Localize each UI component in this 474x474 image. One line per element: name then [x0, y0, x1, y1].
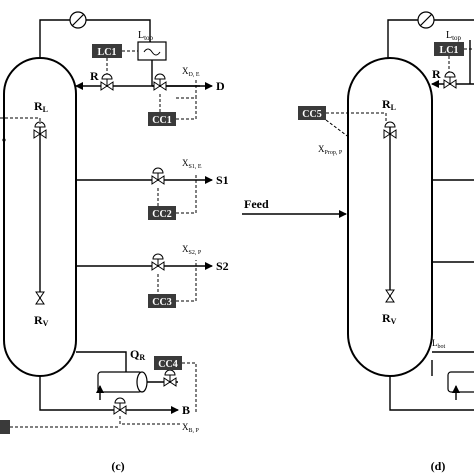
xprop-label: XProp, P	[318, 144, 343, 156]
panel-d: Ltop LC1 R CC5 XProp, P RL RV Feed Lbot	[242, 11, 474, 473]
reflux-d-label: R	[432, 67, 441, 81]
cc1-controller	[148, 112, 176, 126]
stream-s1-label: S1	[216, 173, 229, 187]
reboiler	[97, 371, 143, 393]
xs1-label: XS1, E	[182, 158, 202, 170]
reflux-valve-icon	[100, 73, 114, 91]
cc4-controller	[154, 356, 182, 370]
stream-d-label: D	[216, 79, 225, 93]
xs2-label: XS2, P	[182, 244, 202, 256]
s2-valve-icon	[151, 253, 165, 271]
lc1-d-controller	[434, 42, 464, 56]
lc1-d-label: LC1	[440, 45, 459, 56]
reflux-drum	[137, 41, 167, 61]
cc4-label: CC4	[158, 359, 177, 370]
s1-valve-icon	[151, 167, 165, 185]
cc3-controller	[148, 294, 176, 308]
ltop-d-label: Ltop	[446, 30, 462, 42]
condenser-icon	[69, 11, 87, 29]
stream-s2-label: S2	[216, 259, 229, 273]
cc5-controller	[298, 106, 326, 120]
reflux-label: R	[90, 69, 99, 83]
caption-d: (d)	[431, 459, 446, 473]
bottoms-valve-icon	[113, 397, 127, 415]
cc5-label: CC5	[302, 109, 321, 120]
condenser-d-icon	[417, 11, 435, 29]
lc1-controller	[92, 44, 122, 58]
rv-label: RV	[34, 313, 49, 328]
panel-c: Ltop LC1 R D XD, E CC1 RL RV S1 XS1, E	[0, 11, 229, 473]
xb-label: XB, P	[182, 422, 200, 434]
cc2-label: CC2	[152, 209, 171, 220]
feed-label: Feed	[244, 197, 269, 211]
cc3-label: CC3	[152, 297, 171, 308]
qr-label: QR	[130, 347, 145, 362]
lbot-label: Lbot	[432, 338, 446, 350]
rl-d-label: RL	[382, 97, 396, 112]
reboiler-d	[447, 371, 474, 393]
reflux-d-valve-icon	[443, 71, 457, 89]
caption-c: (c)	[111, 459, 124, 473]
ltop-label: Ltop	[138, 30, 154, 42]
cc2-controller	[148, 206, 176, 220]
cc1-label: CC1	[152, 115, 171, 126]
distillate-valve-icon	[153, 73, 167, 91]
stream-b-label: B	[182, 403, 190, 417]
xd-label: XD, E	[182, 66, 200, 78]
rl-label: RL	[34, 99, 48, 114]
rv-d-label: RV	[382, 311, 397, 326]
steam-valve-icon	[163, 369, 177, 387]
lc1-label: LC1	[98, 47, 117, 58]
partial-controller-box	[0, 420, 10, 434]
